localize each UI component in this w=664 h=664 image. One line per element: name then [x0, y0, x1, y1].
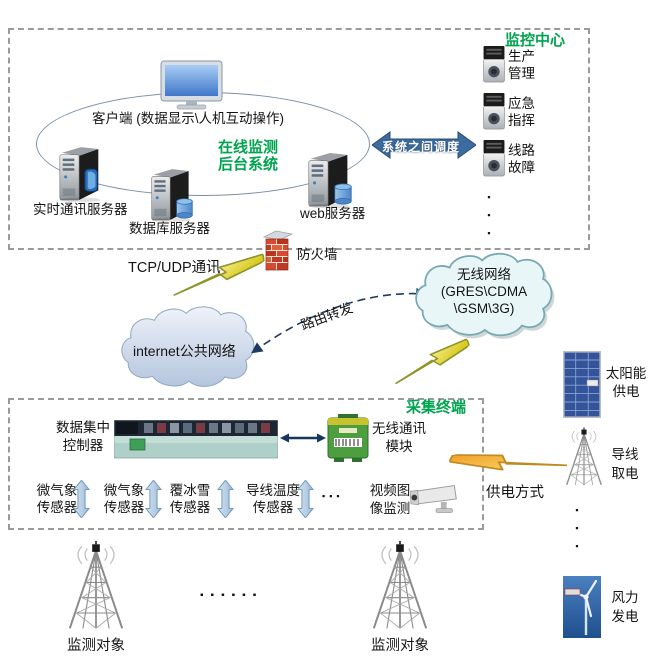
subsystem-ellipsis-dots: ▪▪▪ — [484, 192, 494, 246]
client-monitor-icon — [160, 60, 223, 110]
sensor1-line1: 微气象 — [36, 483, 78, 498]
sensor4-line1: 导线温度 — [246, 483, 300, 498]
sensor3-arrow-icon — [217, 480, 234, 518]
solar-panel-icon — [563, 351, 601, 418]
realtime-server-label: 实时通讯服务器 — [33, 202, 128, 217]
firewall-icon — [262, 230, 294, 271]
monitoring-center-box — [8, 28, 590, 250]
subsystem-linefault-line2: 故障 — [508, 160, 535, 175]
monitoring-center-title: 监控中心 — [505, 32, 566, 49]
production-pc-icon — [481, 46, 507, 84]
sensor-ellipsis-dots: ▪▪▪ — [322, 491, 344, 501]
wire-power-line1: 导线 — [611, 447, 639, 462]
controller-label-line1: 数据集中 — [56, 420, 110, 435]
subsystem-production-line1: 生产 — [508, 49, 535, 64]
wireless-cloud-line1: 无线网络 — [457, 267, 511, 282]
sensor2-line1: 微气象 — [103, 483, 145, 498]
collection-terminal-title: 采集终端 — [406, 399, 467, 416]
system-title-line1: 在线监测 — [217, 139, 278, 156]
power-method-label: 供电方式 — [486, 485, 544, 501]
module-label-line2: 模块 — [385, 439, 413, 454]
wireless-cloud-line3: \GSM\3G) — [453, 301, 515, 316]
sensor2-line2: 传感器 — [103, 500, 145, 515]
database-server-label: 数据库服务器 — [129, 221, 210, 236]
monitored-tower1-icon — [58, 541, 134, 637]
sensor3-line1: 覆冰雪 — [169, 483, 211, 498]
wireless-cloud-line2: (GRES\CDMA — [440, 284, 528, 299]
dispatch-arrow-icon — [372, 131, 476, 159]
wind-label-line1: 风力 — [611, 590, 639, 605]
sensor1-line2: 传感器 — [36, 500, 78, 515]
monitored-object1-label: 监测对象 — [67, 638, 125, 654]
video-label-line1: 视频图 — [369, 483, 411, 498]
solar-label-line1: 太阳能 — [605, 366, 647, 381]
client-label: 客户端 (数据显示\人机互动操作) — [92, 111, 284, 126]
internet-cloud-label: internet公共网络 — [133, 343, 236, 359]
sensor3-line2: 传感器 — [169, 500, 211, 515]
wind-turbine-icon — [563, 576, 601, 638]
wireless-module-icon — [327, 414, 369, 462]
firewall-label: 防火墙 — [297, 247, 338, 262]
emergency-pc-icon — [481, 93, 507, 131]
video-label-line2: 像监测 — [369, 501, 411, 516]
internet-cloud-icon — [121, 306, 255, 387]
database-server-icon — [148, 168, 196, 222]
tcp-udp-label: TCP/UDP通讯 — [128, 260, 221, 276]
sensor4-arrow-icon — [297, 480, 314, 518]
route-arrow-icon — [251, 287, 428, 354]
wireless-cloud-icon — [415, 252, 555, 339]
web-server-label: web服务器 — [300, 206, 366, 221]
sensor4-line2: 传感器 — [252, 500, 294, 515]
subsystem-emergency-line1: 应急 — [508, 96, 535, 111]
subsystem-production-line2: 管理 — [508, 66, 535, 81]
module-label-line1: 无线通讯 — [372, 421, 426, 436]
subsystem-linefault-line1: 线路 — [508, 143, 535, 158]
web-server-icon — [304, 152, 356, 208]
wind-label-line2: 发电 — [611, 609, 639, 624]
power-ellipsis-dots: ▪▪▪ — [572, 505, 582, 559]
monitored-tower2-icon — [362, 541, 438, 637]
linefault-pc-icon — [481, 140, 507, 178]
data-concentrator-icon — [114, 420, 278, 459]
controller-label-line2: 控制器 — [62, 438, 104, 453]
subsystem-emergency-line2: 指挥 — [508, 113, 535, 128]
monitored-object2-label: 监测对象 — [371, 638, 429, 654]
solar-label-line2: 供电 — [612, 384, 640, 399]
camera-icon — [410, 484, 457, 513]
realtime-server-icon — [56, 146, 106, 202]
bottom-ellipsis-dots: ▪▪▪▪▪▪ — [200, 590, 264, 601]
dispatch-arrow-label: 系统之间调度 — [382, 140, 461, 154]
link-arrow-icon — [280, 433, 326, 443]
wire-power-line2: 取电 — [611, 466, 639, 481]
system-title-line2: 后台系统 — [217, 156, 278, 173]
sensor1-arrow-icon — [73, 480, 90, 518]
